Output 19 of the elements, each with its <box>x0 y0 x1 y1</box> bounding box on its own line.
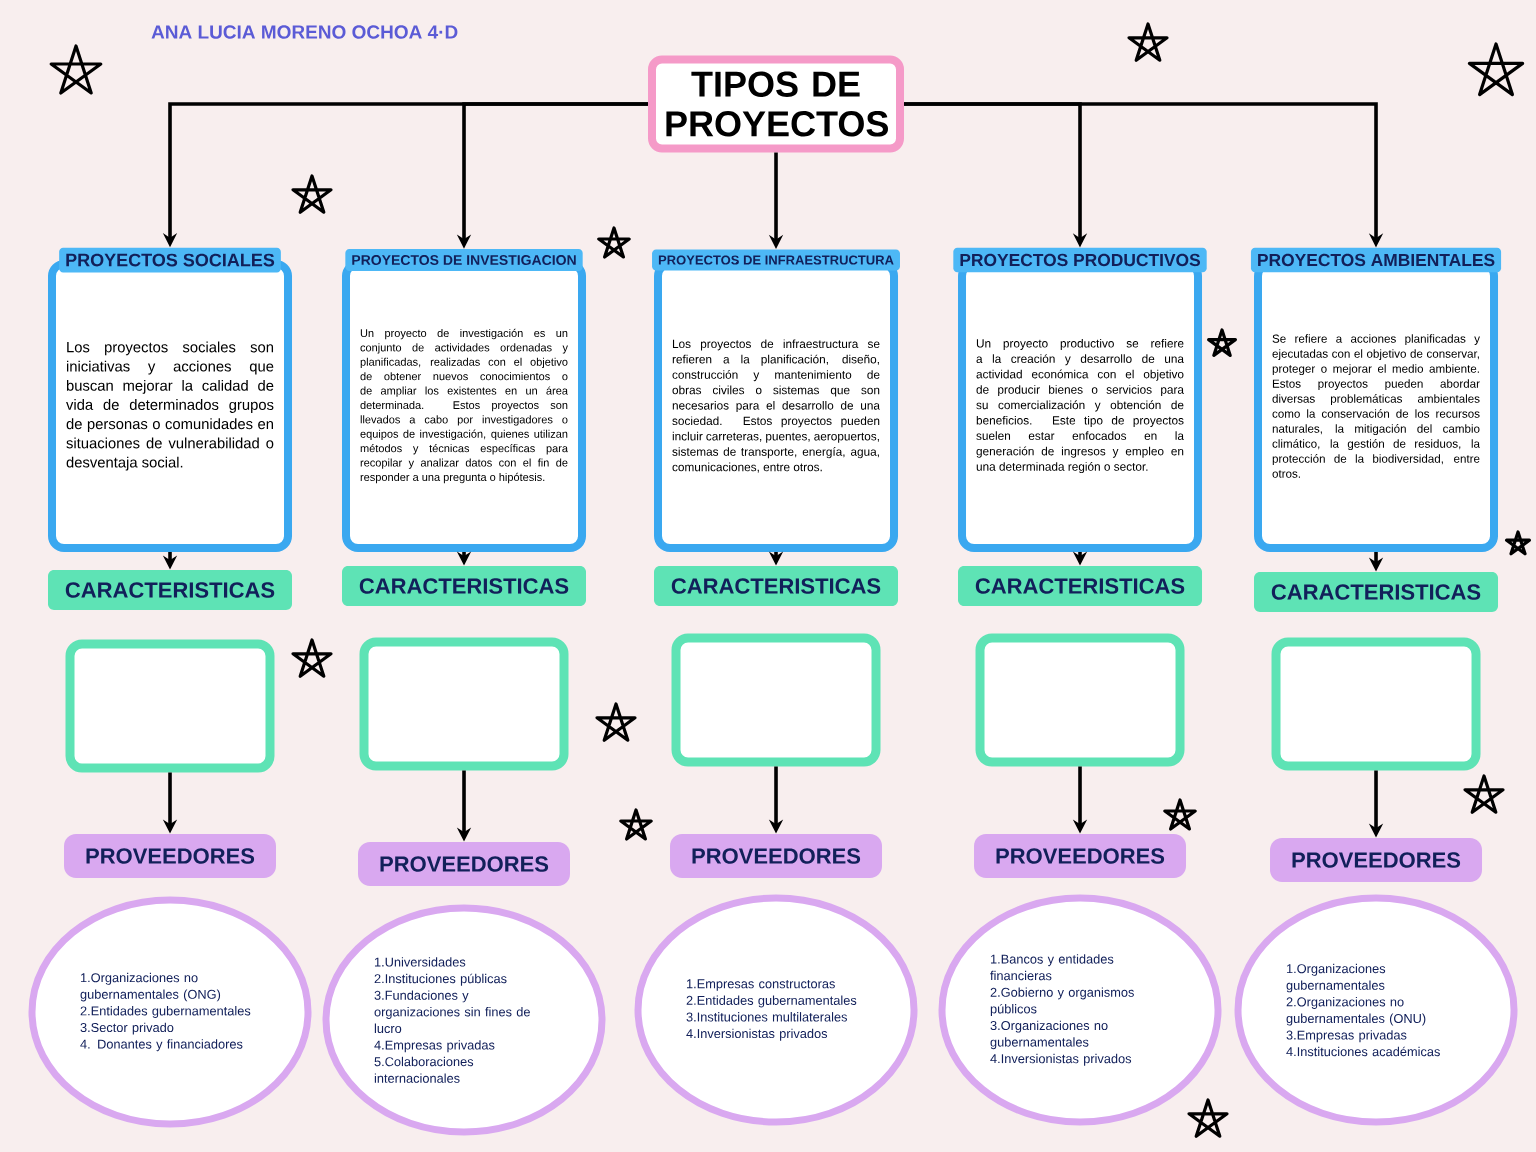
section-label: PROVEEDORES <box>974 834 1186 878</box>
section-label: PROVEEDORES <box>358 842 570 886</box>
text-panel <box>359 637 569 771</box>
section-label: CARACTERISTICAS <box>1254 572 1498 612</box>
section-label: PROVEEDORES <box>670 834 882 878</box>
text-panel <box>1271 637 1481 771</box>
text-panel <box>671 633 881 767</box>
section-label: CARACTERISTICAS <box>958 566 1202 606</box>
text-panel <box>975 633 1185 767</box>
text-panel <box>65 639 275 773</box>
section-label: CARACTERISTICAS <box>342 566 586 606</box>
card-heading: PROYECTOS PRODUCTIVOS <box>953 247 1207 273</box>
title-box: TIPOS DE PROYECTOS <box>648 55 904 153</box>
author-name: ANA LUCIA MORENO OCHOA 4·D <box>151 25 458 39</box>
section-label: PROVEEDORES <box>64 834 276 878</box>
section-label: PROVEEDORES <box>1270 838 1482 882</box>
section-label: CARACTERISTICAS <box>48 570 292 610</box>
section-label: CARACTERISTICAS <box>654 566 898 606</box>
card-heading: PROYECTOS SOCIALES <box>59 247 281 273</box>
